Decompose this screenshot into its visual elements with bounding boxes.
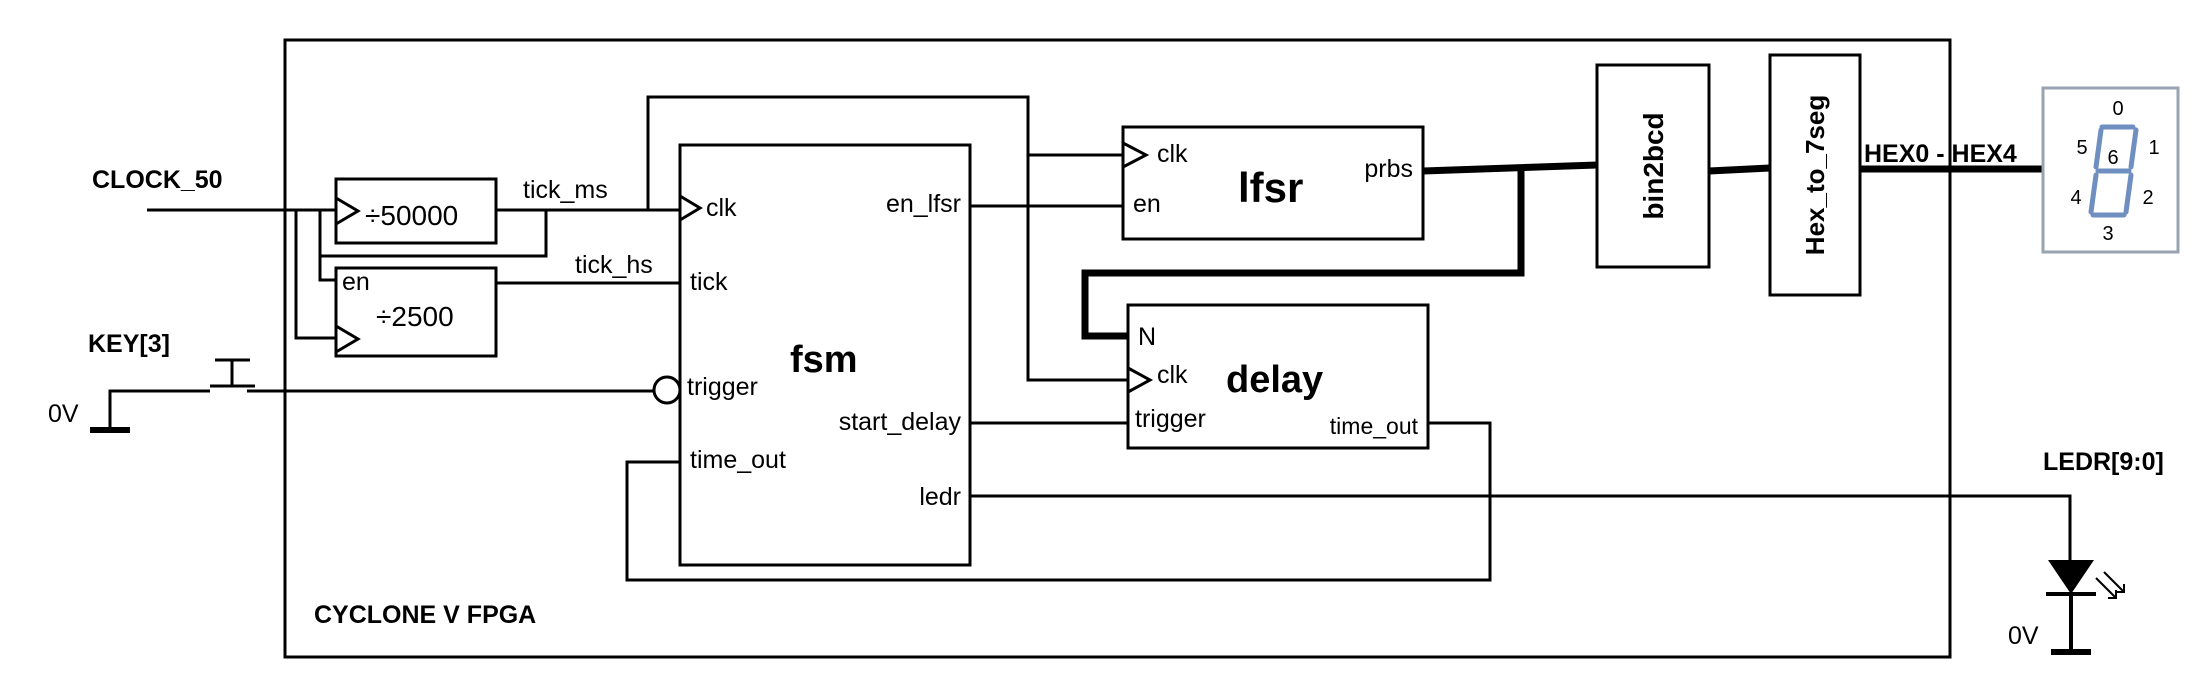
- bcd-bus: [1708, 164, 1771, 175]
- fsm-port-ledr: ledr: [919, 483, 961, 511]
- ground-led-label: 0V: [2008, 622, 2039, 650]
- delay-port-time-out: time_out: [1330, 413, 1419, 439]
- segment-4-label: 4: [2070, 187, 2081, 209]
- segment-1-label: 1: [2148, 137, 2159, 159]
- segment-5-label: 5: [2076, 137, 2087, 159]
- segment-0-label: 0: [2112, 98, 2123, 120]
- tick-hs-label: tick_hs: [575, 251, 653, 279]
- fsm-port-en-lfsr: en_lfsr: [886, 190, 961, 218]
- led-icon: [2046, 560, 2125, 655]
- divider-2500-enable: en: [342, 268, 370, 296]
- ground-key-label: 0V: [48, 400, 79, 428]
- clock-wires: [147, 208, 336, 340]
- fsm-port-start-delay: start_delay: [839, 408, 962, 436]
- lfsr-block: lfsr clk en prbs: [1121, 125, 1425, 241]
- delay-port-clk: clk: [1157, 361, 1188, 389]
- segment-2-label: 2: [2142, 187, 2153, 209]
- fpga-boundary: [283, 38, 1952, 659]
- ledr-wire: [970, 494, 2072, 560]
- delay-title: delay: [1226, 359, 1323, 401]
- fsm-port-tick: tick: [690, 268, 728, 296]
- ledr-output-label: LEDR[9:0]: [2043, 448, 2164, 476]
- bin2bcd-label: bin2bcd: [1638, 112, 1669, 219]
- key-input-label: KEY[3]: [88, 330, 170, 358]
- segment-1-bar: [2128, 127, 2139, 170]
- divider-50000: ÷50000: [334, 177, 498, 245]
- lfsr-port-prbs: prbs: [1364, 155, 1413, 183]
- fsm-port-trigger: trigger: [687, 373, 758, 401]
- time-out-feedback-wire: [625, 421, 1492, 582]
- segment-4-bar: [2088, 172, 2099, 215]
- seven-segment-display: 0 1 2 3 4 5 6: [2041, 86, 2180, 254]
- hex-output-label: HEX0 - HEX4: [1864, 140, 2017, 168]
- hex-to-7seg-label: Hex_to_7seg: [1800, 95, 1830, 255]
- lfsr-port-clk: clk: [1157, 140, 1188, 168]
- hex-to-7seg-block: Hex_to_7seg: [1768, 53, 1862, 297]
- bin2bcd-block: bin2bcd: [1595, 63, 1711, 269]
- fpga-label: CYCLONE V FPGA: [314, 601, 536, 629]
- fsm-title: fsm: [790, 339, 858, 381]
- fsm-port-clk: clk: [706, 194, 737, 222]
- divider-50000-label: ÷50000: [365, 200, 458, 231]
- segment-6-label: 6: [2107, 147, 2118, 169]
- lfsr-port-en: en: [1133, 190, 1161, 218]
- delay-block: delay N clk trigger time_out: [1126, 303, 1430, 450]
- push-button-symbol: [90, 358, 667, 433]
- fsm-port-time-out: time_out: [690, 446, 786, 474]
- segment-3-label: 3: [2102, 223, 2113, 245]
- tick-ms-wire: [318, 95, 1133, 382]
- divider-2500-label: ÷2500: [376, 301, 454, 332]
- delay-port-trigger: trigger: [1135, 405, 1206, 433]
- divider-2500: en ÷2500: [334, 266, 498, 358]
- segment-5-bar: [2093, 127, 2104, 170]
- fsm-block: fsm clk tick trigger time_out en_lfsr st…: [652, 143, 972, 567]
- tick-ms-label: tick_ms: [523, 176, 608, 204]
- lfsr-title: lfsr: [1238, 164, 1303, 211]
- clock-input-label: CLOCK_50: [92, 166, 223, 194]
- segment-2-bar: [2123, 172, 2134, 215]
- prbs-bus: [1081, 161, 1598, 340]
- delay-port-n: N: [1138, 323, 1156, 351]
